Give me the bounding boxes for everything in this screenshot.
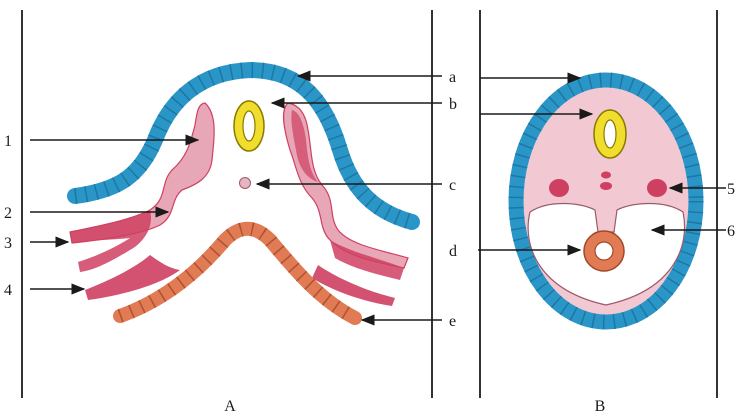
label-a: a (449, 69, 456, 86)
label-b: b (449, 96, 457, 113)
label-e: e (449, 313, 456, 330)
label-5: 5 (727, 181, 735, 198)
panel-a-neural-tube-lumen (243, 111, 255, 141)
panel-b-drawing (516, 80, 696, 322)
panel-a-notochord (240, 178, 251, 189)
label-6: 6 (727, 223, 735, 240)
label-2: 2 (4, 205, 12, 222)
label-d: d (449, 243, 457, 260)
label-4: 4 (4, 282, 12, 299)
panel-a-caption: A (224, 398, 236, 415)
panel-b-neural-tube-lumen (604, 120, 616, 148)
panel-b-gut-lumen (595, 242, 613, 260)
panel-b-lateral-right (647, 179, 667, 197)
panel-a-mesoderm-left-dark (70, 210, 151, 272)
label-c: c (449, 177, 456, 194)
panel-b-lateral-left (549, 179, 569, 197)
panel-b-caption: B (595, 398, 606, 415)
panel-b-notochord (601, 172, 611, 179)
label-1: 1 (4, 133, 12, 150)
panel-a-drawing (70, 70, 412, 318)
panel-b-aorta (600, 182, 612, 190)
label-3: 3 (4, 235, 12, 252)
